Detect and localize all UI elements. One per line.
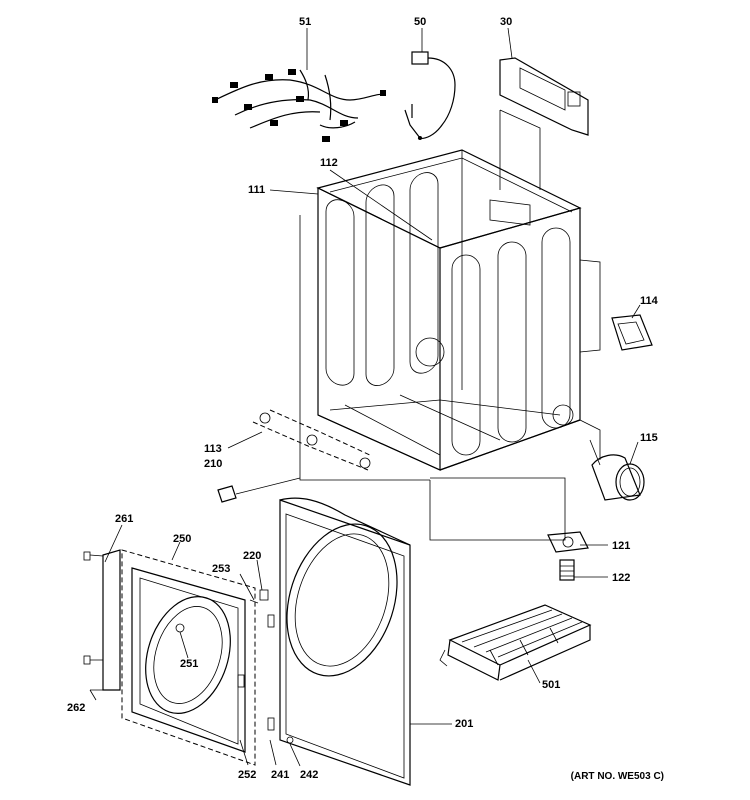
wire-harness [212,69,386,142]
callout-111: 111 [248,184,266,196]
callout-251: 251 [180,658,199,670]
callout-112: 112 [320,157,338,169]
callout-115: 115 [640,432,658,444]
callout-253: 253 [212,563,231,575]
callout-501: 501 [542,679,561,691]
callout-114: 114 [640,295,658,307]
front-panel [267,497,411,786]
callout-121: 121 [612,540,631,552]
callout-210: 210 [204,458,223,470]
projection-lines [299,109,601,541]
back-cover [499,57,589,136]
callout-50: 50 [414,16,427,28]
callout-250: 250 [173,533,192,545]
door-assembly [83,549,269,766]
callout-51: 51 [299,16,312,28]
callout-252: 252 [238,769,257,781]
art-number: (ART NO. WE503 C) [570,771,664,782]
callout-262: 262 [67,702,86,714]
callout-241: 241 [271,769,290,781]
base-hardware [217,409,373,503]
callout-261: 261 [115,513,134,525]
callout-113: 113 [204,443,222,455]
callout-220: 220 [243,550,262,562]
drying-rack [439,604,592,681]
power-cord [404,51,456,140]
callout-30: 30 [500,16,513,28]
leader-lines [89,27,641,767]
cabinet [316,149,601,471]
callout-242: 242 [300,769,319,781]
callout-201: 201 [455,718,474,730]
callout-122: 122 [612,572,631,584]
exhaust-parts [547,314,653,581]
